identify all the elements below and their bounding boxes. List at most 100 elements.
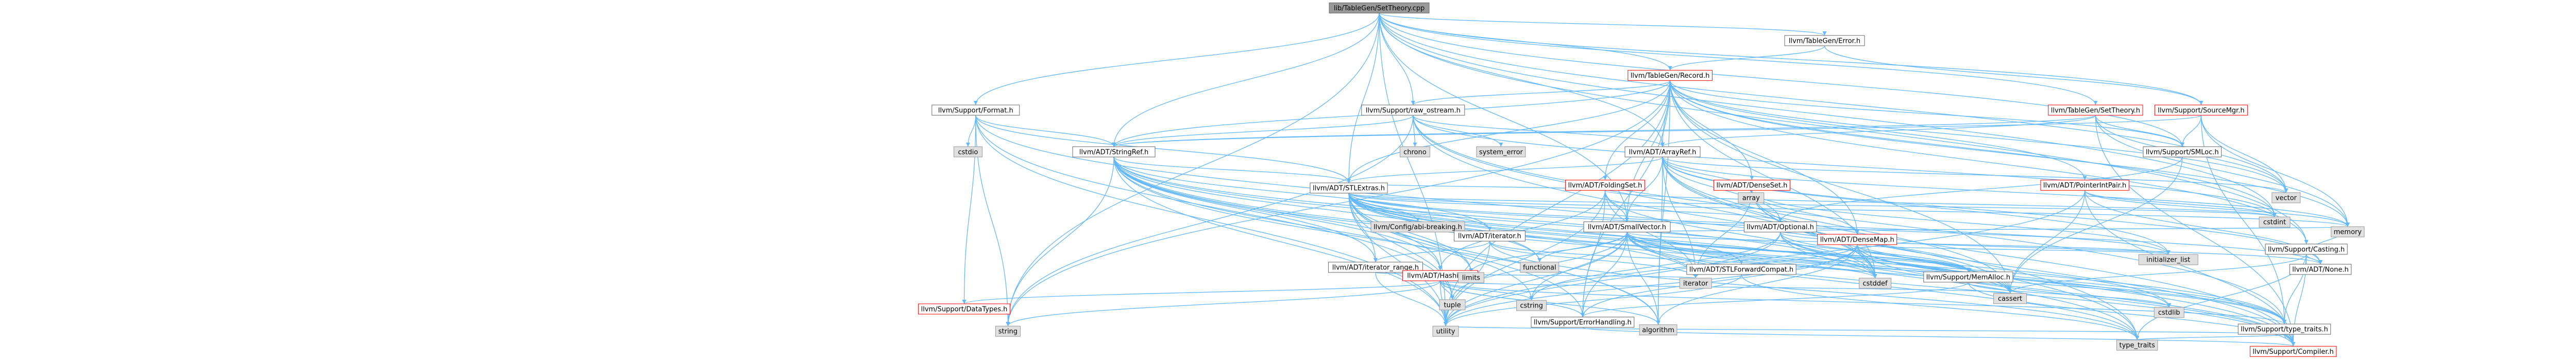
graph-node-label: cstring <box>1520 302 1543 310</box>
edge-n3-n12 <box>975 115 1114 147</box>
graph-node[interactable]: llvm/Support/MemAlloc.h <box>1923 271 2013 283</box>
graph-node-label: lib/TableGen/SetTheory.cpp <box>1334 5 1425 12</box>
edge-n15-n31 <box>1348 193 1876 279</box>
graph-node[interactable]: llvm/ADT/DenseSet.h <box>1713 180 1790 191</box>
edge-n18-n43 <box>2009 190 2086 294</box>
graph-node-box <box>1859 278 1892 289</box>
graph-node[interactable]: llvm/TableGen/SetTheory.h <box>2048 105 2143 116</box>
edge-n6-n12 <box>1113 115 2202 147</box>
edge-n12-n21 <box>1113 157 1490 231</box>
graph-node-box <box>931 105 1020 116</box>
edge-n17-n48 <box>1751 190 2138 340</box>
edge-n11-n43 <box>2009 157 2183 294</box>
graph-node[interactable]: llvm/Support/SMLoc.h <box>2143 146 2222 158</box>
edge-arrowhead-n2-n19 <box>2304 239 2309 244</box>
graph-node-box <box>2272 192 2301 203</box>
graph-node[interactable]: llvm/ADT/ArrayRef.h <box>1624 146 1701 158</box>
graph-node[interactable]: llvm/Support/Casting.h <box>2265 244 2348 255</box>
graph-node-box <box>1817 234 1897 245</box>
graph-node[interactable]: llvm/Support/type_traits.h <box>2238 323 2331 335</box>
edge-n15-n30 <box>1348 193 1742 265</box>
graph-node-label: llvm/Support/type_traits.h <box>2241 326 2328 334</box>
graph-node-label: llvm/ADT/ArrayRef.h <box>1629 148 1697 156</box>
graph-node[interactable]: llvm/TableGen/Error.h <box>1784 35 1865 46</box>
graph-node[interactable]: llvm/ADT/StringRef.h <box>1072 146 1156 158</box>
edge-arrowhead-n24-n33 <box>1968 268 1972 273</box>
edge-n2-n11 <box>1669 80 2183 147</box>
graph-node[interactable]: llvm/Support/DataTypes.h <box>918 303 1010 315</box>
edge-n2-n15 <box>1348 80 1671 183</box>
graph-node: cstdio <box>953 146 982 158</box>
graph-node-box <box>2143 146 2222 158</box>
edge-n19-n43 <box>2009 254 2307 294</box>
edge-arrowhead-n6-n12 <box>1112 142 1116 147</box>
graph-node-box <box>1784 35 1865 46</box>
edge-n6-n11 <box>2182 115 2202 147</box>
graph-node-box <box>1713 180 1790 191</box>
graph-node[interactable]: llvm/Support/Format.h <box>931 105 1020 116</box>
graph-node[interactable]: llvm/ADT/STLForwardCompat.h <box>1686 264 1797 275</box>
edge-n15-n23 <box>1348 193 1781 222</box>
node-layer: lib/TableGen/SetTheory.cpp llvm/TableGen/… <box>918 2 2365 357</box>
graph-node[interactable]: llvm/ADT/PointerIntPair.h <box>2040 180 2129 191</box>
edge-n21-n32 <box>1489 241 1696 279</box>
edge-n3-n15 <box>975 115 1349 183</box>
edge-n12-n48 <box>1113 157 2138 340</box>
edge-n12-n46 <box>1007 157 1114 327</box>
edge-arrowhead-n45-n49 <box>2291 342 2296 347</box>
edge-n22-n44 <box>1626 232 2170 307</box>
graph-node-label: llvm/ADT/PointerIntPair.h <box>2043 182 2126 190</box>
graph-node[interactable]: llvm/ADT/STLExtras.h <box>1310 182 1388 194</box>
graph-node-label: llvm/Support/raw_ostream.h <box>1366 107 1461 114</box>
graph-node[interactable]: lib/TableGen/SetTheory.cpp <box>1329 2 1430 13</box>
edge-n4-n25 <box>1413 115 2275 217</box>
graph-node-box <box>918 303 1010 315</box>
graph-node: cassert <box>1993 293 2027 304</box>
edge-n4-n10 <box>1413 115 1663 147</box>
edge-n23-n40 <box>1531 232 1781 301</box>
graph-node-box <box>2040 180 2129 191</box>
graph-node-label: llvm/ADT/Hashing.h <box>1407 272 1473 280</box>
graph-node[interactable]: llvm/Support/raw_ostream.h <box>1361 105 1465 116</box>
graph-node-box <box>1361 105 1465 116</box>
edge-n10-n49 <box>1662 157 2294 347</box>
graph-node-box <box>1516 300 1547 311</box>
edge-n0-n14 <box>1379 13 2286 193</box>
graph-node-label: utility <box>1436 328 1455 336</box>
edge-n2-n46 <box>1007 80 1671 327</box>
graph-node: chrono <box>1399 146 1430 158</box>
edge-n23-n36 <box>1780 232 2321 265</box>
graph-node-label: llvm/Config/abi-breaking.h <box>1374 224 1462 231</box>
edge-n0-n46 <box>1007 13 1380 327</box>
graph-node-label: tuple <box>1444 301 1461 309</box>
graph-node-box <box>1476 146 1526 158</box>
edge-n10-n14 <box>1662 157 2286 193</box>
edge-n12-n31 <box>1113 157 1876 279</box>
edge-layer <box>962 12 2350 347</box>
edge-n2-n37 <box>1669 80 2348 227</box>
graph-node[interactable]: llvm/ADT/None.h <box>2289 264 2352 275</box>
graph-node-label: vector <box>2276 194 2297 202</box>
graph-node-label: functional <box>1523 264 1556 271</box>
graph-node[interactable]: llvm/TableGen/Record.h <box>1628 70 1713 81</box>
edge-n0-n10 <box>1379 13 1663 147</box>
graph-node[interactable]: llvm/ADT/DenseMap.h <box>1817 234 1897 245</box>
edge-n16-n31 <box>1604 190 1876 279</box>
graph-node[interactable]: llvm/ADT/FoldingSet.h <box>1565 180 1645 191</box>
graph-node-label: type_traits <box>2119 342 2155 350</box>
edge-arrowhead-n23-n36 <box>2318 260 2323 264</box>
edge-arrowhead-n10-n14 <box>2284 188 2289 193</box>
graph-node-box <box>2249 346 2337 357</box>
graph-node[interactable]: llvm/Support/ErrorHandling.h <box>1531 317 1635 328</box>
graph-node[interactable]: llvm/Support/Compiler.h <box>2249 346 2337 357</box>
graph-node[interactable]: llvm/ADT/iterator.h <box>1453 230 1526 242</box>
edge-n12-n49 <box>1113 157 2294 347</box>
graph-node-box <box>1743 221 1817 233</box>
edge-n5-n12 <box>1113 115 2096 147</box>
graph-node-box <box>1072 146 1156 158</box>
graph-node[interactable]: llvm/ADT/SmallVector.h <box>1583 221 1671 233</box>
edge-n0-n15 <box>1348 13 1380 183</box>
graph-node[interactable]: llvm/Support/SourceMgr.h <box>2154 105 2248 116</box>
graph-node[interactable]: llvm/ADT/Optional.h <box>1743 221 1817 233</box>
graph-node[interactable]: llvm/ADT/iterator_range.h <box>1328 262 1423 273</box>
